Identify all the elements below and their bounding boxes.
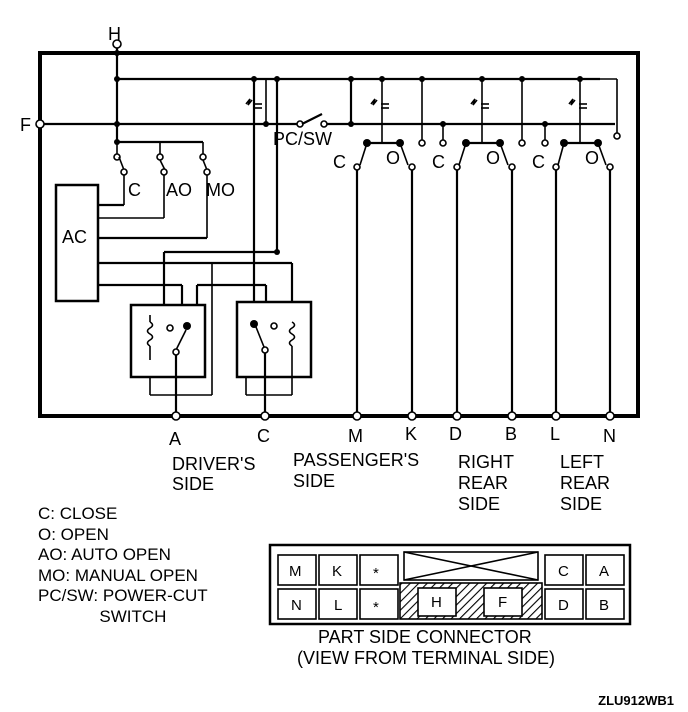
group-right-rear-line-1: RIGHT xyxy=(458,452,514,472)
terminal-c-label: C xyxy=(257,426,270,446)
relay-right xyxy=(235,300,313,416)
connector-cell-star-top: * xyxy=(373,565,379,582)
group-left-rear: LEFT REAR SIDE xyxy=(560,452,610,514)
switch-ao-label: AO xyxy=(166,180,192,200)
f-bus: PC/SW xyxy=(35,113,615,149)
group-driver: DRIVER'S SIDE xyxy=(172,454,255,494)
connector-cell-d: D xyxy=(558,597,569,614)
group-right-rear-line-2: REAR xyxy=(458,473,508,493)
group-left-rear-line-1: LEFT xyxy=(560,452,604,472)
connector-cell-k: K xyxy=(332,563,342,580)
legend-line-switch: SWITCH xyxy=(38,606,167,626)
group-left-rear-line-3: SIDE xyxy=(560,494,602,514)
legend-line-close: C: CLOSE xyxy=(38,504,118,523)
legend-line-auto-open: AO: AUTO OPEN xyxy=(38,545,171,564)
left-rear-circuit: C O xyxy=(532,76,621,416)
connector-cell-a: A xyxy=(599,563,609,580)
h-label: H xyxy=(108,24,121,44)
switch-c-label: C xyxy=(128,180,141,200)
legend: C: CLOSE O: OPEN AO: AUTO OPEN MO: MANUA… xyxy=(38,504,208,627)
terminal-l-label: L xyxy=(550,424,560,444)
terminal-k-label: K xyxy=(405,424,417,444)
part-side-connector: M K * N L * H F C A D B xyxy=(268,543,632,626)
f-label: F xyxy=(20,115,31,135)
terminal-pins xyxy=(171,411,615,421)
right-rear-circuit: C O xyxy=(432,76,549,416)
connector-cell-c: C xyxy=(558,563,569,580)
group-passenger: PASSENGER'S SIDE xyxy=(293,450,419,491)
connector-cell-f: F xyxy=(498,594,507,611)
group-passenger-line-2: SIDE xyxy=(293,471,335,491)
right-rear-o-label: O xyxy=(486,148,500,168)
connector-cell-b: B xyxy=(599,597,609,614)
connector-cell-l: L xyxy=(334,597,342,614)
relay-left xyxy=(129,263,213,416)
passenger-circuit: C O xyxy=(333,76,447,416)
legend-line-open: O: OPEN xyxy=(38,524,109,544)
terminal-b-label: B xyxy=(505,424,517,444)
group-driver-line-2: SIDE xyxy=(172,474,214,494)
legend-line-manual-open: MO: MANUAL OPEN xyxy=(38,565,198,585)
connector-title: PART SIDE CONNECTOR xyxy=(318,627,532,647)
connector-subtitle: (VIEW FROM TERMINAL SIDE) xyxy=(297,648,555,668)
cao-mo-switches: C AO MO xyxy=(113,142,235,238)
ac-unit: AC xyxy=(54,183,292,305)
driver-wiring xyxy=(162,76,294,305)
terminal-a-label: A xyxy=(169,429,181,449)
group-driver-line-1: DRIVER'S xyxy=(172,454,255,474)
terminal-m-label: M xyxy=(348,426,363,446)
connector-cell-n: N xyxy=(291,597,302,614)
group-right-rear: RIGHT REAR SIDE xyxy=(458,452,514,514)
legend-line-power-cut: PC/SW: POWER-CUT xyxy=(38,586,208,605)
group-right-rear-line-3: SIDE xyxy=(458,494,500,514)
passenger-c-label: C xyxy=(333,152,346,172)
left-rear-c-label: C xyxy=(532,152,545,172)
connector-cell-m: M xyxy=(289,563,302,580)
connector-cell-star-bottom: * xyxy=(373,599,379,616)
switch-mo-label: MO xyxy=(206,180,235,200)
pcsw-label: PC/SW xyxy=(273,129,332,149)
group-passenger-line-1: PASSENGER'S xyxy=(293,450,419,470)
group-left-rear-line-2: REAR xyxy=(560,473,610,493)
figure-code: ZLU912WB1 xyxy=(598,693,674,708)
terminal-n-label: N xyxy=(603,426,616,446)
connector-cell-h: H xyxy=(431,594,442,611)
h-bus xyxy=(112,39,600,145)
terminal-d-label: D xyxy=(449,424,462,444)
right-rear-c-label: C xyxy=(432,152,445,172)
outer-frame xyxy=(38,51,640,418)
left-rear-o-label: O xyxy=(585,148,599,168)
ac-label: AC xyxy=(62,227,87,247)
passenger-o-label: O xyxy=(386,148,400,168)
